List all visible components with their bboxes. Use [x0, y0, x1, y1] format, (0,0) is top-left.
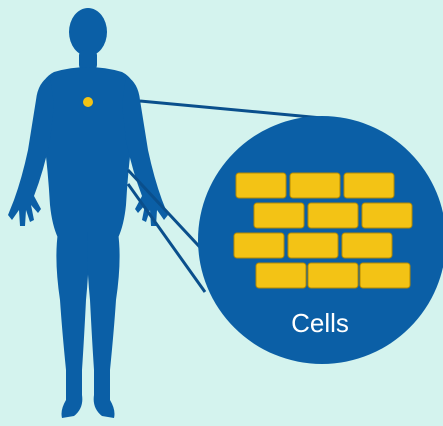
cell-3: [344, 173, 394, 198]
connector-line-top: [140, 101, 322, 118]
cell-10: [256, 263, 306, 288]
connector-line-lower-1: [128, 170, 210, 258]
head: [69, 8, 107, 56]
connector-line-lower-2: [128, 184, 205, 292]
cell-4: [254, 203, 304, 228]
left-arm: [8, 76, 54, 226]
cells-label: Cells: [291, 308, 349, 338]
cell-11: [308, 263, 358, 288]
left-leg: [56, 232, 88, 418]
cell-8: [288, 233, 338, 258]
cell-7: [234, 233, 284, 258]
cell-5: [308, 203, 358, 228]
human-body-silhouette: [8, 8, 168, 418]
cell-1: [236, 173, 286, 198]
cell-12: [360, 263, 410, 288]
cell-location-marker: [83, 97, 93, 107]
cell-2: [290, 173, 340, 198]
cell-6: [362, 203, 412, 228]
torso: [39, 67, 137, 238]
cell-9: [342, 233, 392, 258]
right-leg: [87, 232, 119, 418]
